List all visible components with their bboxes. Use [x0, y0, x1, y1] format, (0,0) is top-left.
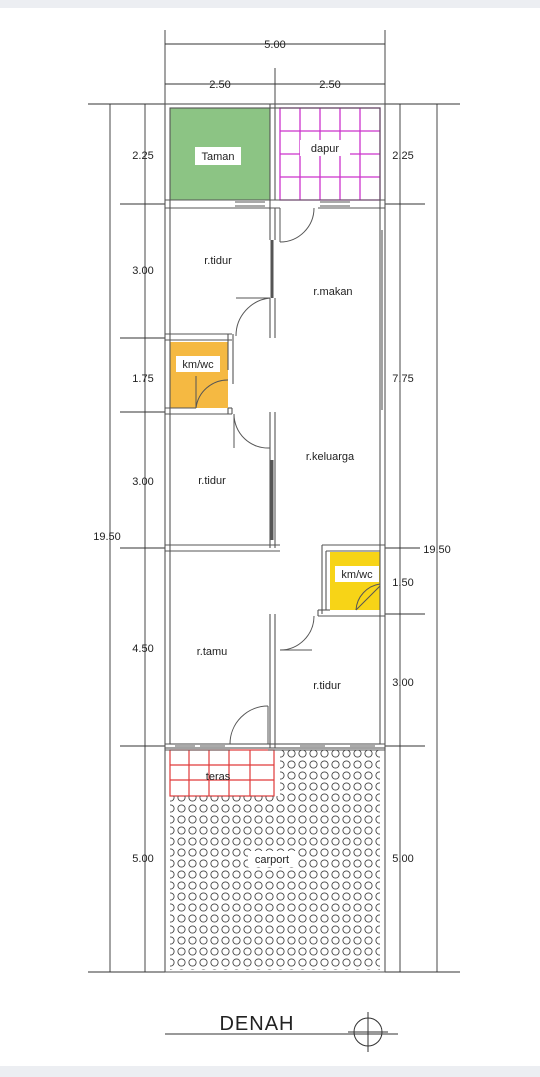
dim-right-2: 7.75 — [392, 373, 413, 385]
carport-label-bg — [248, 851, 298, 867]
room-keluarga: r.keluarga — [306, 451, 355, 463]
dim-left-6: 5.00 — [132, 853, 153, 865]
bottom-strip — [0, 1066, 540, 1077]
room-teras: teras — [206, 771, 231, 783]
dim-right-1: 2.25 — [392, 150, 413, 162]
doors — [195, 207, 381, 745]
room-makan: r.makan — [313, 286, 352, 298]
dim-left-2: 3.00 — [132, 265, 153, 277]
dim-left-4: 3.00 — [132, 476, 153, 488]
room-dapur: dapur — [311, 143, 339, 155]
dim-right-4: 3.00 — [392, 677, 413, 689]
room-tidur-3: r.tidur — [313, 680, 341, 692]
dim-top-total: 5.00 — [264, 39, 285, 51]
dim-right-5: 5.00 — [392, 853, 413, 865]
kmwc1-label-bg — [176, 356, 220, 372]
walls — [164, 103, 386, 973]
dim-right-3: 1.50 — [392, 577, 413, 589]
dim-left-total: 19.50 — [93, 531, 121, 543]
room-tidur-1: r.tidur — [204, 255, 232, 267]
carport-pattern — [170, 796, 380, 970]
plan-title: DENAH — [219, 1013, 294, 1035]
room-kmwc-1: km/wc — [182, 359, 214, 371]
room-taman: Taman — [201, 151, 234, 163]
dim-left-5: 4.50 — [132, 643, 153, 655]
room-kmwc-2: km/wc — [341, 569, 373, 581]
top-strip — [0, 0, 540, 8]
room-tamu: r.tamu — [197, 646, 228, 658]
north-arrow-icon — [348, 1012, 388, 1052]
dimension-lines — [88, 30, 460, 973]
kmwc2-label-bg — [335, 566, 379, 582]
dim-right-total: 19.50 — [423, 544, 451, 556]
taman-label-bg — [195, 147, 241, 165]
dim-left-3: 1.75 — [132, 373, 153, 385]
room-tidur-2: r.tidur — [198, 475, 226, 487]
room-carport: carport — [255, 854, 289, 866]
dim-top-right: 2.50 — [319, 79, 340, 91]
dim-top-left: 2.50 — [209, 79, 230, 91]
dapur-label-bg — [300, 140, 350, 156]
dim-left-1: 2.25 — [132, 150, 153, 162]
carport-pattern-top — [280, 750, 380, 796]
